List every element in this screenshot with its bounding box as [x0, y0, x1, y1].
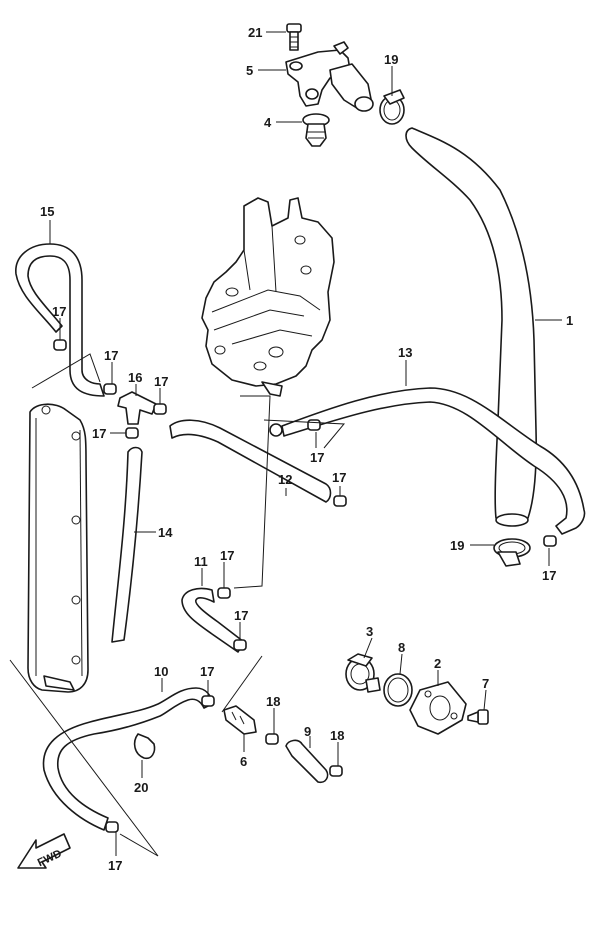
- thermostat-4: [302, 113, 330, 147]
- clamp-17-c: [153, 403, 167, 415]
- hose-13: [269, 387, 586, 535]
- clamp-17-a: [53, 339, 67, 351]
- clamp-18-b: [329, 765, 343, 777]
- callout-5: 5: [246, 63, 253, 78]
- callout-11: 11: [194, 554, 208, 569]
- hose-15: [15, 243, 105, 397]
- hose-10: [42, 687, 213, 831]
- callout-2: 2: [434, 656, 441, 671]
- clamp-17-i: [233, 639, 247, 651]
- fwd-arrow: FWD: [17, 833, 71, 869]
- callout-4: 4: [264, 115, 272, 130]
- callout-17-b: 17: [104, 348, 118, 363]
- clamp-17-b: [103, 383, 117, 395]
- clamp-17-h: [217, 587, 231, 599]
- hose-1: [405, 127, 537, 527]
- bolt-21: [286, 23, 302, 51]
- thermostat-cover-5: [285, 41, 374, 112]
- callout-20: 20: [134, 780, 148, 795]
- callout-15: 15: [40, 204, 54, 219]
- clamp-19-bottom: [493, 538, 531, 567]
- callout-19-bottom: 19: [450, 538, 464, 553]
- bolt-7: [467, 709, 489, 725]
- callout-labels: 21 5 4 19 1 15 17 17 16 17 17 13 17 12 1…: [40, 25, 573, 873]
- callout-17-f: 17: [332, 470, 346, 485]
- callout-19-top: 19: [384, 52, 398, 67]
- callout-8: 8: [398, 640, 405, 655]
- callout-17-h: 17: [220, 548, 234, 563]
- clip-20: [133, 733, 156, 760]
- clamp-17-f: [333, 495, 347, 507]
- callout-17-d: 17: [92, 426, 106, 441]
- cylinder-block: [201, 197, 335, 397]
- joint-6: [223, 705, 257, 735]
- callout-17-k: 17: [108, 858, 122, 873]
- leader-lines: [49, 31, 562, 856]
- callout-10: 10: [154, 664, 168, 679]
- clamp-17-d: [125, 427, 139, 439]
- clamp-17-k: [105, 821, 119, 833]
- callout-18-b: 18: [330, 728, 344, 743]
- clamp-17-e: [307, 419, 321, 431]
- callout-1: 1: [566, 313, 573, 328]
- callout-13: 13: [398, 345, 412, 360]
- hose-9: [285, 739, 329, 784]
- callout-9: 9: [304, 724, 311, 739]
- callout-17-c: 17: [154, 374, 168, 389]
- callout-17-j: 17: [200, 664, 214, 679]
- callout-7: 7: [482, 676, 489, 691]
- callout-17-i: 17: [234, 608, 248, 623]
- clamp-18-a: [265, 733, 279, 745]
- cooler-plate: [27, 403, 89, 693]
- callout-16: 16: [128, 370, 142, 385]
- callout-12: 12: [278, 472, 292, 487]
- callout-14: 14: [158, 525, 173, 540]
- cap-3: [345, 653, 381, 693]
- clamp-17-g: [543, 535, 557, 547]
- oring-8: [383, 673, 413, 707]
- hose-12: [169, 419, 332, 503]
- clamp-17-j: [201, 695, 215, 707]
- cover-2: [409, 681, 467, 735]
- joint-16: [117, 391, 157, 425]
- guide-lines: [9, 353, 346, 857]
- callout-21: 21: [248, 25, 262, 40]
- callout-3: 3: [366, 624, 373, 639]
- hose-14: [111, 446, 143, 643]
- clamp-19-top: [379, 89, 405, 125]
- callout-17-a: 17: [52, 304, 66, 319]
- callout-6: 6: [240, 754, 247, 769]
- callout-17-e: 17: [310, 450, 324, 465]
- callout-18-a: 18: [266, 694, 280, 709]
- callout-17-g: 17: [542, 568, 556, 583]
